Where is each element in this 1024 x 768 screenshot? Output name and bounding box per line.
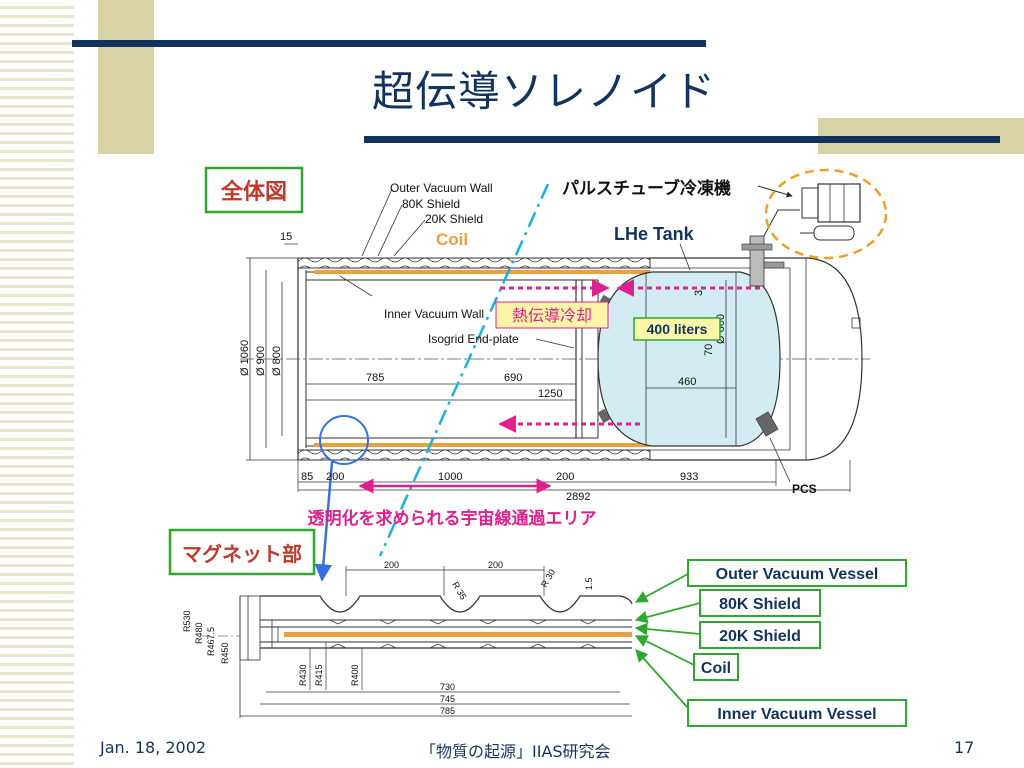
- label-pcs: PCS: [792, 482, 817, 496]
- dim-dia-800: Ø 800: [271, 346, 283, 376]
- cosmic-ray-axis: [378, 183, 550, 557]
- outer-vacuum-vessel-box: [687, 559, 907, 587]
- dim-785: 785: [366, 372, 384, 384]
- transparency-area-label: 透明化を求められる宇宙線通過エリア: [308, 508, 597, 529]
- dim-r415: R415: [314, 664, 324, 686]
- title-rule-bottom: [364, 136, 1000, 143]
- dim-200-left: 200: [326, 471, 344, 483]
- dim-933: 933: [680, 471, 698, 483]
- dim-r35: R 35: [450, 580, 468, 601]
- thermal-conduction-label: 熱伝導冷却: [512, 306, 592, 325]
- liters-label: 400 liters: [647, 321, 708, 337]
- dim-dia-1060: Ø 1060: [239, 340, 251, 376]
- dim-200-detail-right: 200: [488, 560, 503, 570]
- dim-r530: R530: [182, 610, 192, 632]
- label-isogrid-end-plate: Isogrid End-plate: [428, 332, 519, 346]
- lhe-tank-label: LHe Tank: [614, 224, 695, 244]
- overall-view-label: 全体図: [220, 179, 287, 205]
- dim-r400: R400: [350, 664, 360, 686]
- dim-r430: R430: [298, 664, 308, 686]
- shield-80k-box: [699, 589, 821, 617]
- inner-vacuum-vessel-label: Inner Vacuum Vessel: [717, 706, 876, 723]
- shield-80k-label: 80K Shield: [719, 596, 801, 613]
- dim-r450: R450: [220, 642, 230, 664]
- tan-block-decoration-left: [98, 0, 154, 154]
- label-inner-vacuum-wall: Inner Vacuum Wall: [384, 307, 484, 321]
- striped-margin-decoration: [0, 0, 74, 768]
- dim-2892: 2892: [566, 491, 590, 503]
- dim-dia-900: Ø 900: [255, 346, 267, 376]
- dim-r467-5: R467.5: [206, 627, 216, 656]
- outer-vessel-profile: [260, 595, 633, 613]
- liters-box: [633, 317, 721, 341]
- dim-1-5: 1.5: [584, 577, 594, 590]
- shield-20k-box: [699, 621, 821, 649]
- dim-200-right: 200: [556, 471, 574, 483]
- magnet-zoom-circle: [319, 415, 369, 465]
- outer-vacuum-vessel-label: Outer Vacuum Vessel: [716, 566, 879, 583]
- dim-85: 85: [301, 471, 313, 483]
- coil-detail-label: Coil: [701, 660, 731, 677]
- coil-bottom-bar: [314, 443, 650, 447]
- magnet-part-box: [168, 528, 316, 576]
- label-outer-vacuum-wall: Outer Vacuum Wall: [390, 181, 493, 195]
- coil-top-bar: [314, 270, 650, 274]
- dim-r30: R 30: [539, 568, 557, 589]
- dim-690: 690: [504, 372, 522, 384]
- thermal-conduction-box: [495, 301, 609, 329]
- dim-745: 745: [440, 694, 455, 704]
- coil-label-top: Coil: [436, 230, 468, 249]
- dim-1000: 1000: [438, 471, 462, 483]
- overall-view-box: [204, 166, 304, 214]
- pulse-tube-label: パルスチューブ冷凍機: [562, 178, 731, 199]
- lhe-tank-vessel: [597, 271, 781, 447]
- dim-70: 70: [703, 344, 715, 356]
- label-80k-shield: 80K Shield: [402, 197, 460, 211]
- slide-title: 超伝導ソレノイド: [372, 67, 717, 116]
- title-rule-top: [72, 40, 706, 47]
- dim-785-detail: 785: [440, 706, 455, 716]
- cryostat-cross-section: Outer Vacuum Wall 80K Shield 20K Shield …: [239, 168, 888, 582]
- shield-20k-label: 20K Shield: [719, 628, 801, 645]
- coil-strip-detail: [284, 632, 632, 637]
- dim-200-detail-left: 200: [384, 560, 399, 570]
- footer-event: 「物質の起源」IIAS研究会: [420, 742, 611, 761]
- dim-15-top: 15: [280, 231, 292, 243]
- dim-730: 730: [440, 682, 455, 692]
- coil-detail-box: [693, 653, 739, 681]
- dim-3: 3: [693, 290, 705, 296]
- dim-1250: 1250: [538, 388, 562, 400]
- footer-date: Jan. 18, 2002: [100, 738, 207, 757]
- cryocooler-highlight: [764, 168, 888, 260]
- label-20k-shield: 20K Shield: [425, 212, 483, 226]
- dim-r480: R480: [194, 622, 204, 644]
- page-number: 17: [954, 738, 975, 757]
- magnet-part-label: マグネット部: [182, 542, 302, 566]
- magnet-detail-section: 200 200 R 35 R 30 1.5 R530 R480 R467.5 R…: [182, 560, 633, 718]
- inner-vacuum-vessel-box: [687, 699, 907, 727]
- dim-460: 460: [678, 376, 696, 388]
- pulse-tube-cryocooler-icon: [800, 183, 861, 241]
